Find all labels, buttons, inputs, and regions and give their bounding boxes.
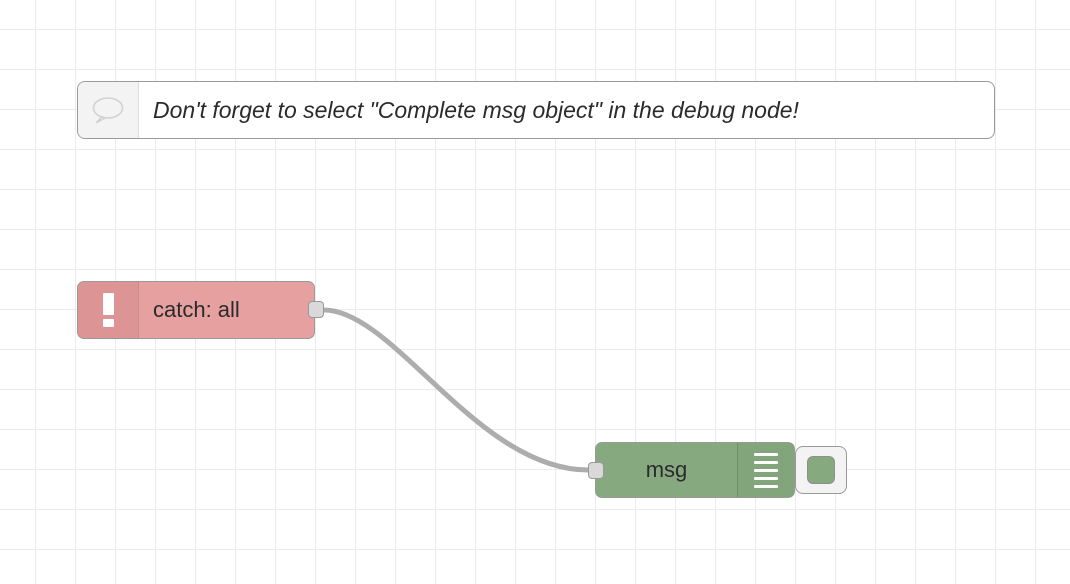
comment-label: Don't forget to select "Complete msg obj… [153, 96, 799, 123]
wire-catch-to-debug[interactable] [321, 307, 591, 473]
catch-output-port[interactable] [308, 301, 324, 318]
exclamation-icon [78, 282, 139, 338]
comment-node[interactable]: Don't forget to select "Complete msg obj… [77, 81, 995, 139]
speech-bubble-icon [78, 82, 139, 138]
debug-node[interactable]: msg [595, 442, 795, 498]
catch-node-label: catch: all [153, 297, 240, 322]
debug-node-label: msg [645, 457, 688, 482]
debug-toggle-indicator [807, 456, 835, 484]
debug-input-port[interactable] [588, 462, 604, 479]
debug-lines-icon [737, 443, 794, 497]
catch-node[interactable]: catch: all [77, 281, 315, 339]
debug-toggle-button[interactable] [795, 446, 847, 494]
